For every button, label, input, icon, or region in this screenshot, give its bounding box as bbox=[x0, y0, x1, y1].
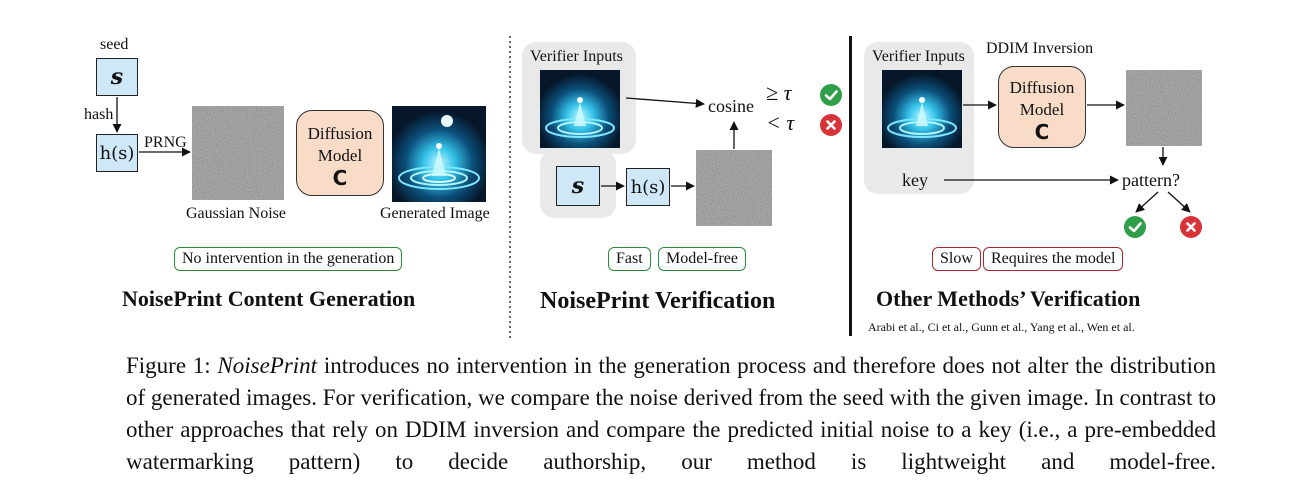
model-free-tag: Model-free bbox=[658, 247, 746, 271]
caption-body: Figure 1: NoisePrint introduces no inter… bbox=[126, 350, 1216, 478]
other-verification-heading: Other Methods’ Verification bbox=[876, 286, 1141, 311]
ddim-inversion-label: DDIM Inversion bbox=[986, 40, 1094, 57]
other-check-icon bbox=[1124, 216, 1146, 238]
generation-heading: NoisePrint Content Generation bbox=[122, 286, 416, 311]
citations: Arabi et al., Ci et al., Gunn et al., Ya… bbox=[868, 320, 1135, 334]
caption-method-name: NoisePrint bbox=[217, 353, 318, 378]
requires-model-tag: Requires the model bbox=[983, 247, 1124, 271]
figure-caption: Figure 1: NoisePrint introduces no inter… bbox=[126, 350, 1216, 478]
dotted-separator bbox=[509, 36, 511, 341]
seed-label: seed bbox=[100, 36, 129, 53]
prng-label: PRNG bbox=[144, 134, 187, 151]
noiseprint-verification-heading: NoisePrint Verification bbox=[540, 288, 776, 314]
other-diffusion-model-box: Diffusion Model C bbox=[998, 66, 1086, 148]
gaussian-noise-image bbox=[192, 106, 284, 200]
cross-icon bbox=[820, 114, 842, 136]
seed-box-verification: s bbox=[556, 166, 600, 206]
refresh-icon: C bbox=[332, 166, 348, 190]
other-refresh-icon: C bbox=[1034, 120, 1050, 144]
generated-image-caption: Generated Image bbox=[380, 205, 490, 222]
arrows-layer bbox=[112, 97, 1191, 213]
caption-label: Figure 1: bbox=[126, 353, 211, 378]
other-diffusion-label-line2: Model bbox=[1019, 100, 1065, 119]
cosine-label: cosine bbox=[708, 96, 754, 116]
inverted-noise-image bbox=[1126, 70, 1202, 146]
hash-label: hash bbox=[84, 106, 114, 123]
no-intervention-tag: No intervention in the generation bbox=[174, 247, 403, 271]
generated-image bbox=[392, 106, 486, 202]
lt-tau-label: < τ bbox=[766, 110, 795, 135]
solid-separator bbox=[849, 36, 852, 336]
fast-tag: Fast bbox=[608, 247, 651, 271]
pattern-label: pattern? bbox=[1122, 170, 1180, 190]
hash-box-verification: h(s) bbox=[626, 168, 670, 206]
key-label: key bbox=[902, 170, 928, 190]
gaussian-noise-caption: Gaussian Noise bbox=[186, 205, 286, 222]
other-diffusion-label-line1: Diffusion bbox=[1009, 78, 1075, 97]
hash-box: h(s) bbox=[96, 134, 138, 172]
other-verifier-image bbox=[882, 70, 962, 148]
derived-noise-image bbox=[696, 150, 772, 226]
verifier-inputs-label: Verifier Inputs bbox=[530, 48, 623, 65]
other-cross-icon bbox=[1180, 216, 1202, 238]
other-verifier-inputs-label: Verifier Inputs bbox=[872, 48, 965, 65]
diffusion-label-line1: Diffusion bbox=[307, 124, 373, 143]
check-icon bbox=[820, 84, 842, 106]
caption-text: introduces no intervention in the genera… bbox=[126, 353, 1216, 474]
diffusion-model-box: Diffusion Model C bbox=[296, 110, 384, 196]
figure: seed s hash h(s) PRNG Gaussian Noise Dif… bbox=[84, 36, 1202, 341]
seed-box: s bbox=[96, 58, 138, 96]
diffusion-label-line2: Model bbox=[317, 146, 363, 165]
verifier-input-image bbox=[540, 70, 620, 148]
slow-tag: Slow bbox=[932, 247, 981, 271]
geq-tau-label: ≥ τ bbox=[766, 80, 792, 105]
